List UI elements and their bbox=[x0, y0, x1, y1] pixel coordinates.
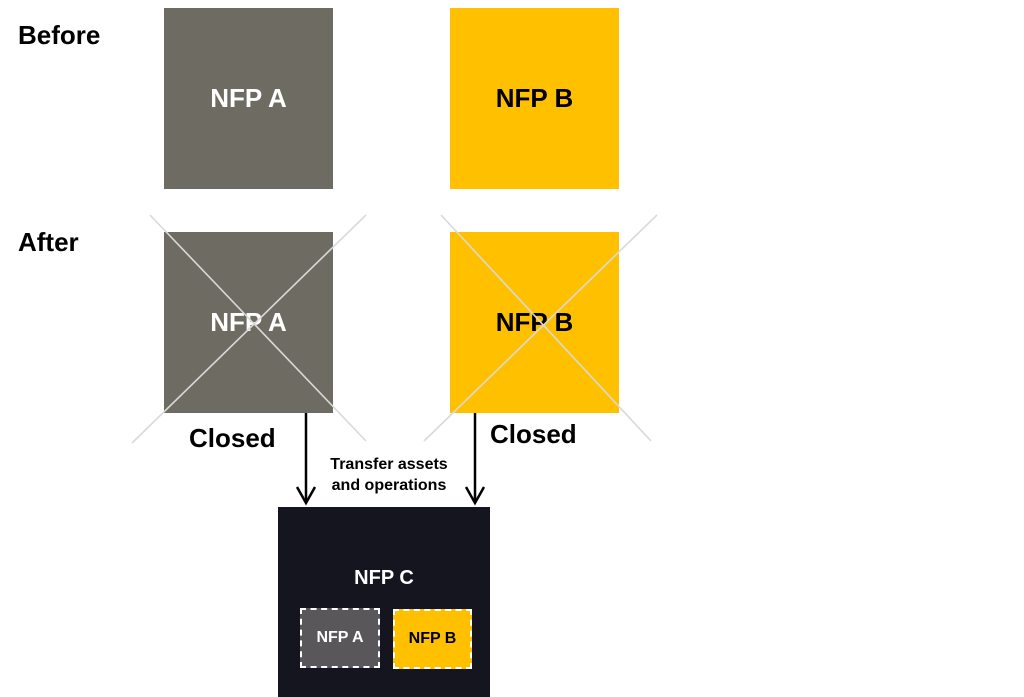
nfp-c-inner-b-box: NFP B bbox=[393, 609, 472, 669]
nfp-c-inner-b-label: NFP B bbox=[408, 630, 457, 647]
transfer-label-line1: Transfer assets bbox=[330, 456, 448, 473]
cross-mark-b bbox=[423, 214, 658, 442]
closed-label-b: Closed bbox=[490, 419, 577, 449]
after-label: After bbox=[18, 227, 79, 257]
after-nfp-a-label: NFP A bbox=[210, 307, 287, 337]
nfp-c-inner-a-label: NFP A bbox=[316, 629, 364, 646]
transfer-label: Transfer assets and operations bbox=[318, 454, 460, 496]
before-nfp-a-label: NFP A bbox=[210, 83, 287, 113]
nfp-c-inner-a-box: NFP A bbox=[300, 608, 380, 668]
nfp-c-title: NFP C bbox=[354, 567, 414, 589]
nfp-c-box: NFP C NFP A NFP B bbox=[278, 507, 490, 697]
after-nfp-b-label: NFP B bbox=[495, 307, 574, 337]
after-nfp-b-box: NFP B bbox=[450, 232, 619, 413]
transfer-label-line2: and operations bbox=[331, 477, 447, 494]
after-nfp-a-box: NFP A bbox=[164, 232, 333, 413]
before-nfp-a-box: NFP A bbox=[164, 8, 333, 189]
before-label: Before bbox=[18, 20, 101, 50]
arrow-b bbox=[464, 413, 486, 506]
arrow-a bbox=[295, 413, 317, 506]
before-nfp-b-box: NFP B bbox=[450, 8, 619, 189]
cross-mark-a bbox=[131, 214, 367, 444]
closed-label-a: Closed bbox=[189, 423, 276, 453]
before-nfp-b-label: NFP B bbox=[495, 83, 574, 113]
